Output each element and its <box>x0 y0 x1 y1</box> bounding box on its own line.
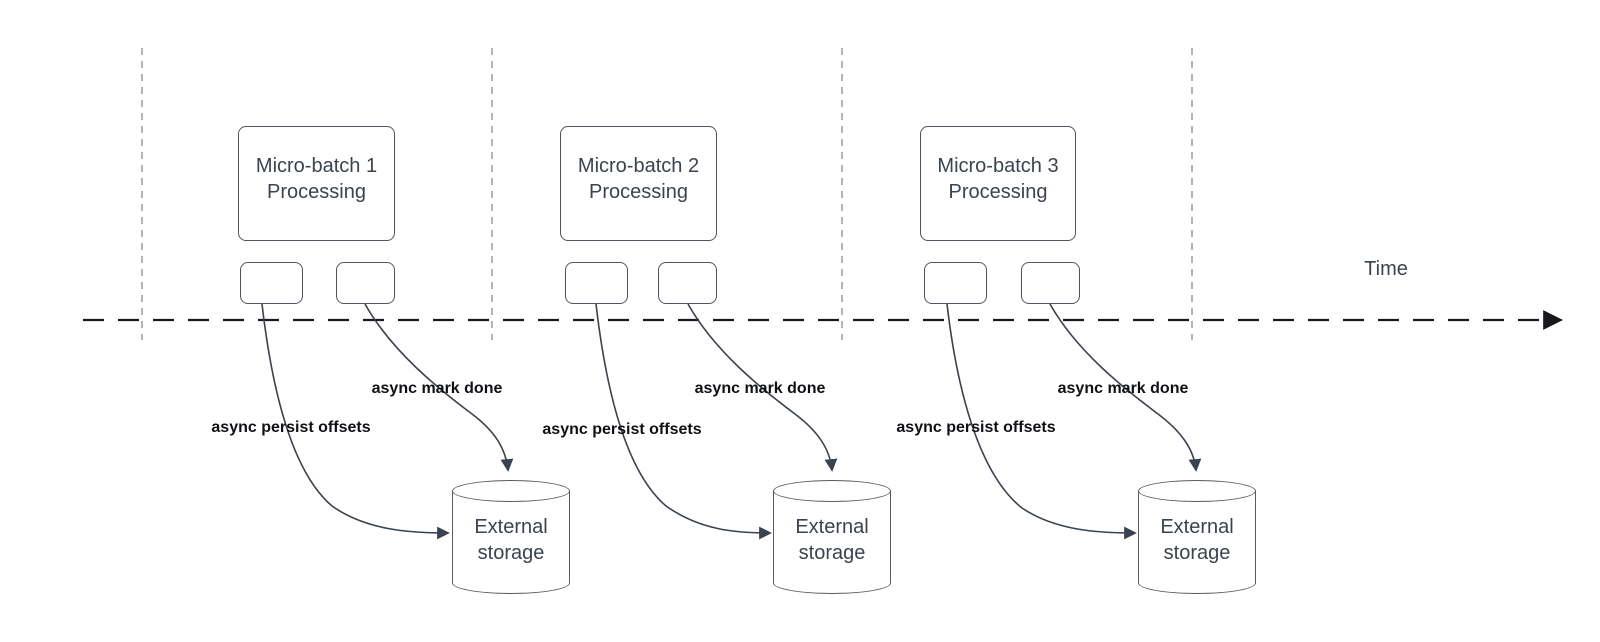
mark-done-label-2: async mark done <box>694 380 826 397</box>
persist-offsets-arrow-3 <box>946 303 1137 540</box>
process-box-label-line2: Processing <box>948 180 1048 203</box>
async-done-task-box-2 <box>658 262 717 304</box>
mark-done-label-3: async mark done <box>1057 380 1189 397</box>
cylinder-body <box>452 491 570 594</box>
storage-label-line2: storage <box>477 542 545 564</box>
process-box-label-line1: Micro-batch 3 <box>937 154 1059 177</box>
mark-done-arrow-1 <box>364 303 514 472</box>
storage-label-line2: storage <box>798 542 866 564</box>
mark-done-label-1: async mark done <box>371 380 503 397</box>
process-box-label-line1: Micro-batch 1 <box>255 154 378 177</box>
async-persist-task-box-2 <box>565 262 628 304</box>
cylinder-top-ellipse <box>1138 480 1256 502</box>
micro-batch-1-process-box: Micro-batch 1 Processing <box>238 126 395 241</box>
process-box-label-line1: Micro-batch 2 <box>577 154 700 177</box>
storage-label-line1: External <box>795 516 869 538</box>
storage-label-line1: External <box>474 516 548 538</box>
mark-done-arrow-2 <box>687 303 838 472</box>
mark-done-arrow-3 <box>1049 303 1202 472</box>
async-done-task-box-3 <box>1021 262 1080 304</box>
persist-offsets-label-2: async persist offsets <box>542 421 702 438</box>
external-storage-cylinder-1: External storage <box>452 480 570 594</box>
cylinder-body <box>1138 491 1256 594</box>
persist-offsets-arrow-2 <box>595 303 772 540</box>
storage-label-line2: storage <box>1163 542 1231 564</box>
async-persist-task-box-3 <box>924 262 987 304</box>
micro-batch-3-process-box: Micro-batch 3 Processing <box>920 126 1076 241</box>
persist-offsets-label-3: async persist offsets <box>896 419 1056 436</box>
async-done-task-box-1 <box>336 262 395 304</box>
cylinder-top-ellipse <box>452 480 570 502</box>
cylinder-body <box>773 491 891 594</box>
time-axis-label: Time <box>1364 258 1408 280</box>
persist-offsets-label-1: async persist offsets <box>211 419 371 436</box>
cylinder-top-ellipse <box>773 480 891 502</box>
micro-batch-2-process-box: Micro-batch 2 Processing <box>560 126 717 241</box>
storage-label-line1: External <box>1160 516 1234 538</box>
external-storage-cylinder-2: External storage <box>773 480 891 594</box>
process-box-label-line2: Processing <box>589 180 688 203</box>
external-storage-cylinder-3: External storage <box>1138 480 1256 594</box>
async-persist-task-box-1 <box>240 262 303 304</box>
process-box-label-line2: Processing <box>267 180 366 203</box>
persist-offsets-arrow-1 <box>261 303 450 540</box>
